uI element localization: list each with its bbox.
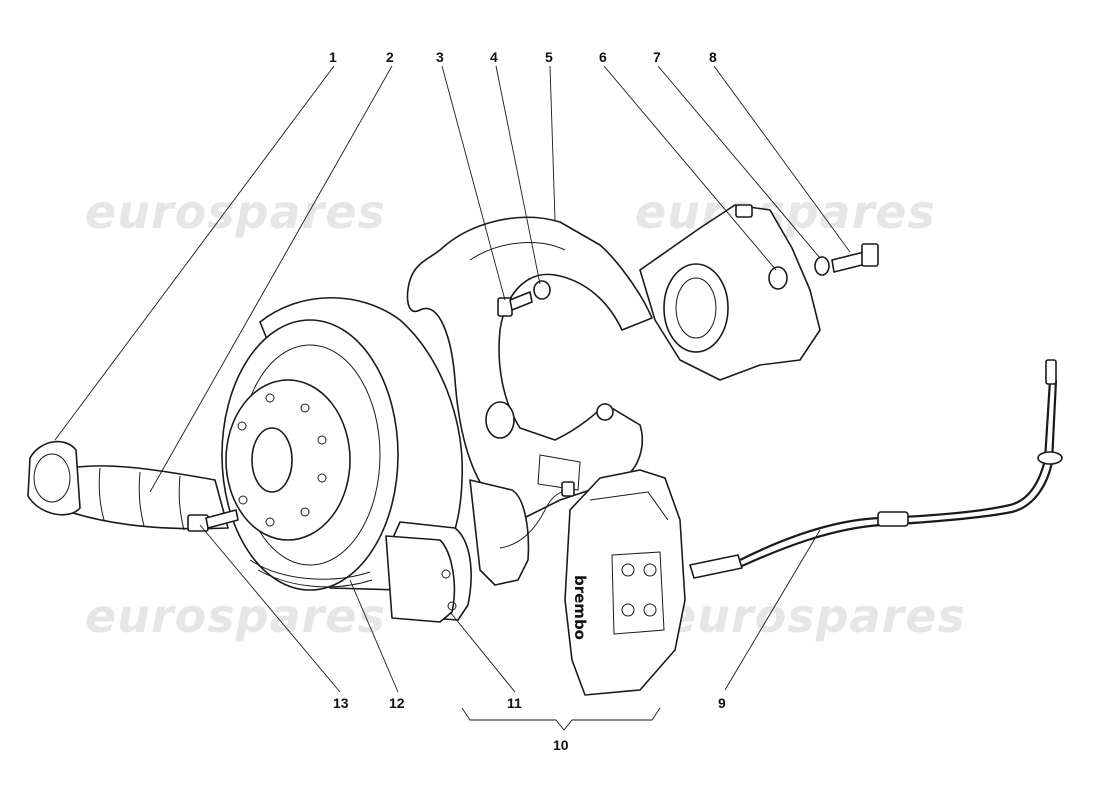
hub-carrier xyxy=(639,204,821,381)
callout-5: 5 xyxy=(545,49,553,65)
upright-fasteners xyxy=(768,243,879,290)
watermark-top-left: eurospares xyxy=(85,185,386,239)
callout-3: 3 xyxy=(436,49,444,65)
cooling-duct xyxy=(27,440,229,531)
disc-bolt-holes xyxy=(237,393,327,527)
watermark-group: eurospares eurospares eurospares eurospa… xyxy=(85,185,966,643)
callout-1: 1 xyxy=(329,49,337,65)
watermark-bottom-right: eurospares xyxy=(665,589,966,643)
leader-lines xyxy=(54,65,851,731)
brake-pads xyxy=(385,479,530,623)
callout-12: 12 xyxy=(389,695,405,711)
caliper-brand-label: brembo xyxy=(571,575,589,640)
brake-hose xyxy=(689,359,1063,579)
callout-6: 6 xyxy=(599,49,607,65)
wear-sensor-wire xyxy=(499,481,575,549)
callout-10: 10 xyxy=(553,737,569,753)
callout-11: 11 xyxy=(507,695,522,711)
watermark-bottom-left: eurospares xyxy=(85,589,386,643)
callout-8: 8 xyxy=(709,49,717,65)
brake-disc xyxy=(221,297,464,591)
callout-9: 9 xyxy=(718,695,726,711)
callout-2: 2 xyxy=(386,49,394,65)
dust-shield xyxy=(406,216,653,521)
bolt-13 xyxy=(187,509,239,532)
watermark-top-right: eurospares xyxy=(635,185,936,239)
callout-labels: 1 2 3 4 5 6 7 8 9 10 11 12 13 xyxy=(329,49,726,753)
shield-fasteners xyxy=(497,280,551,317)
brake-caliper: brembo xyxy=(564,469,686,696)
duct-clip xyxy=(27,440,81,516)
callout-13: 13 xyxy=(333,695,349,711)
callout-7: 7 xyxy=(653,49,661,65)
callout-4: 4 xyxy=(490,49,498,65)
